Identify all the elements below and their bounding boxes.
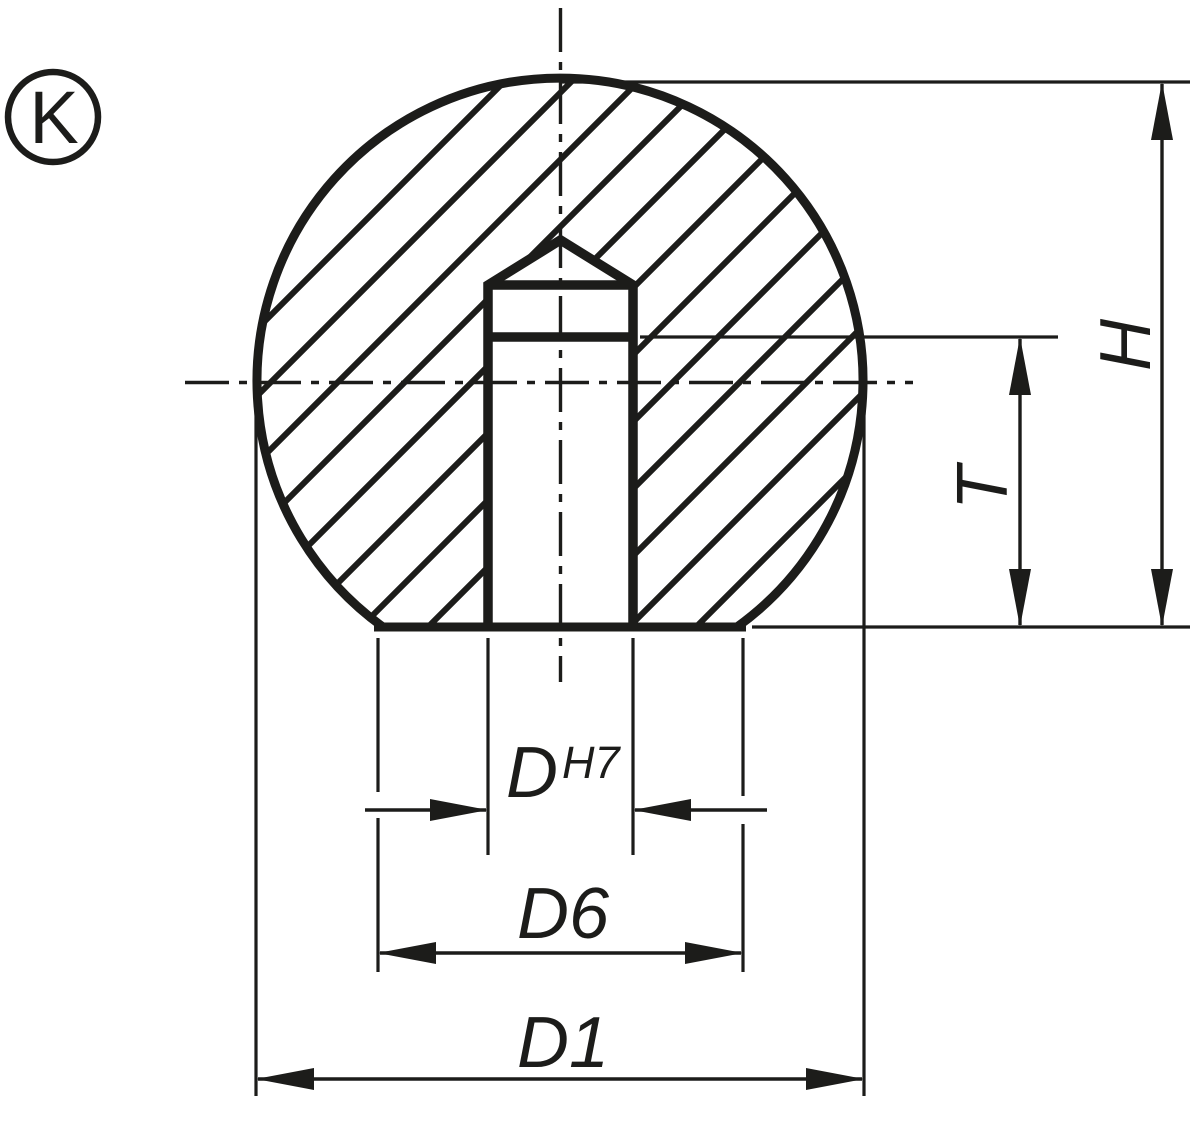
- arrowhead-D1-left: [256, 1068, 314, 1090]
- arrowhead-D-left: [430, 799, 488, 821]
- hatch-line: [257, 78, 740, 627]
- hatch-line: [257, 78, 807, 627]
- label-D1: D1: [517, 1003, 609, 1083]
- centerlines: [185, 8, 913, 682]
- arrowhead-T-bottom: [1009, 569, 1031, 627]
- hatch-line: [257, 78, 539, 627]
- hatch-line: [486, 78, 863, 627]
- hatch-line: [257, 78, 863, 627]
- hatch-line: [257, 78, 673, 627]
- arrowhead-D6-left: [378, 942, 436, 964]
- extension-lines: [254, 80, 1190, 1096]
- label-D6: D6: [517, 874, 610, 954]
- hatch-line: [620, 78, 863, 627]
- arrowhead-T-top: [1009, 337, 1031, 395]
- view-marker-circle: [4, 68, 102, 166]
- dimension-labels: H T D H7 D6 D1: [506, 318, 1166, 1083]
- arrowhead-D1-right: [806, 1068, 864, 1090]
- arrowhead-H-bottom: [1151, 569, 1173, 627]
- label-T: T: [943, 461, 1023, 510]
- hatch-line: [553, 78, 863, 627]
- label-D: D: [506, 733, 558, 813]
- label-H: H: [1086, 318, 1166, 371]
- hatch-line: [285, 78, 863, 627]
- ball-outline-arc: [252, 73, 868, 631]
- dimension-lines: [256, 82, 1173, 1090]
- arrowhead-D6-right: [685, 942, 743, 964]
- hatch-line: [257, 78, 606, 627]
- arrowhead-D-right: [633, 799, 691, 821]
- label-D-tolerance: H7: [562, 737, 621, 788]
- view-marker-letter: K: [29, 76, 78, 159]
- view-marker: K: [4, 68, 102, 166]
- hatch-line: [352, 78, 863, 627]
- arrowhead-H-top: [1151, 82, 1173, 140]
